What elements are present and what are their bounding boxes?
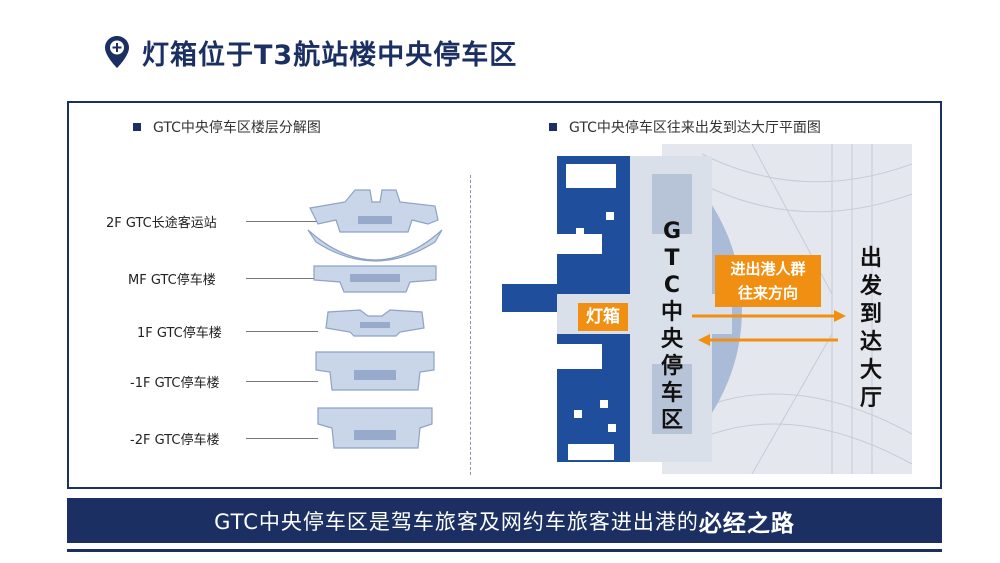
floor-label-1f: 1F GTC停车楼 [137,326,222,341]
floor-label-mf: MF GTC停车楼 [128,273,216,288]
leader-line [246,331,318,332]
content-frame [67,101,942,489]
gtc-vertical-label: GTC中央停车区 [660,219,683,433]
right-panel-title: GTC中央停车区往来出发到达大厅平面图 [549,117,821,137]
bottom-banner: GTC中央停车区是驾车旅客及网约车旅客进出港的必经之路 [67,498,942,543]
lightbox-marker: 灯箱 [578,303,628,331]
hall-vertical-label: 出发到达大厅 [859,246,882,411]
banner-emphasis: 必经之路 [698,510,795,537]
flow-direction-label: 进出港人群 往来方向 [715,255,821,307]
floor-exploded-diagram [307,189,443,449]
right-panel-title-text: GTC中央停车区往来出发到达大厅平面图 [569,120,821,136]
flow-line-1: 进出港人群 [730,260,806,278]
banner-text: GTC中央停车区是驾车旅客及网约车旅客进出港的 [214,509,699,534]
leader-line [246,438,318,439]
page-header: 灯箱位于T3航站楼中央停车区 [104,32,517,72]
leader-line [246,278,318,279]
bullet-square-icon [549,123,557,131]
page-title: 灯箱位于T3航站楼中央停车区 [142,39,518,71]
panel-divider [470,175,471,475]
left-panel-title-text: GTC中央停车区楼层分解图 [153,120,321,136]
left-panel-title: GTC中央停车区楼层分解图 [133,117,321,137]
bullet-square-icon [133,123,141,131]
floor-label-2f: 2F GTC长途客运站 [106,216,217,231]
terminal-plan-map [502,144,912,474]
bottom-rule [67,549,942,552]
location-plus-icon [105,36,129,68]
floor-label-b1: -1F GTC停车楼 [130,376,220,391]
flow-line-2: 往来方向 [737,284,798,302]
leader-line [246,221,318,222]
floor-label-b2: -2F GTC停车楼 [130,433,220,448]
leader-line [246,381,318,382]
